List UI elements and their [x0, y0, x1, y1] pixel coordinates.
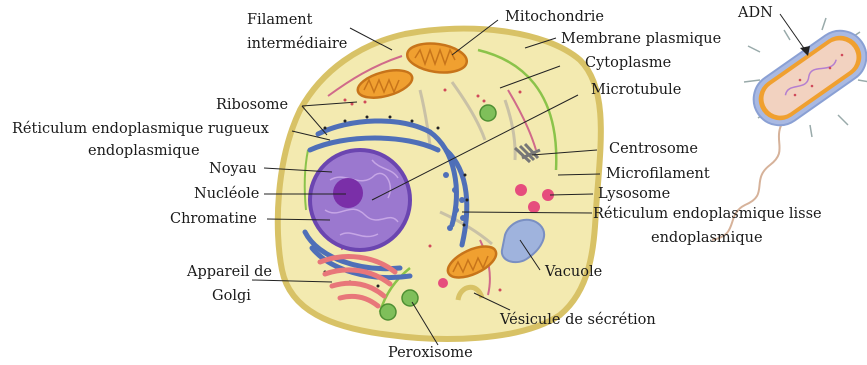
label-golgi-1: Appareil de [186, 264, 272, 280]
label-cytoplasme: Cytoplasme [585, 55, 671, 71]
lysosome-3 [528, 201, 540, 213]
animal-cell [278, 29, 601, 339]
label-golgi-2: Golgi [212, 288, 251, 304]
label-filament-1: Filament [247, 12, 313, 28]
label-microfilament: Microfilament [606, 166, 710, 182]
label-vacuole: Vacuole [544, 264, 602, 280]
label-centrosome: Centrosome [609, 141, 698, 157]
label-lysosome: Lysosome [598, 186, 670, 202]
label-chromatine: Chromatine [170, 211, 257, 227]
lysosome-1 [515, 184, 527, 196]
label-rel-2: endoplasmique [651, 230, 763, 246]
label-rer-2: endoplasmique [88, 143, 200, 159]
peroxisome-2 [380, 304, 396, 320]
label-microtubule: Microtubule [591, 82, 681, 98]
label-adn: ADN [737, 5, 773, 21]
label-mitochondrie: Mitochondrie [505, 9, 604, 25]
peroxisome-3 [480, 105, 496, 121]
label-nucleole: Nucléole [194, 186, 259, 202]
label-rer-1: Réticulum endoplasmique rugueux [12, 121, 269, 137]
label-filament-2: intermédiaire [247, 36, 347, 52]
nucleolus [333, 178, 363, 208]
label-ribosome: Ribosome [216, 97, 288, 113]
label-peroxisome: Peroxisome [388, 345, 473, 361]
peroxisome-1 [402, 290, 418, 306]
label-vesicule: Vésicule de sécrétion [499, 312, 656, 328]
label-noyau: Noyau [209, 161, 257, 177]
lysosome-4 [438, 278, 448, 288]
label-rel-1: Réticulum endoplasmique lisse [593, 206, 822, 222]
label-membrane: Membrane plasmique [561, 31, 721, 47]
